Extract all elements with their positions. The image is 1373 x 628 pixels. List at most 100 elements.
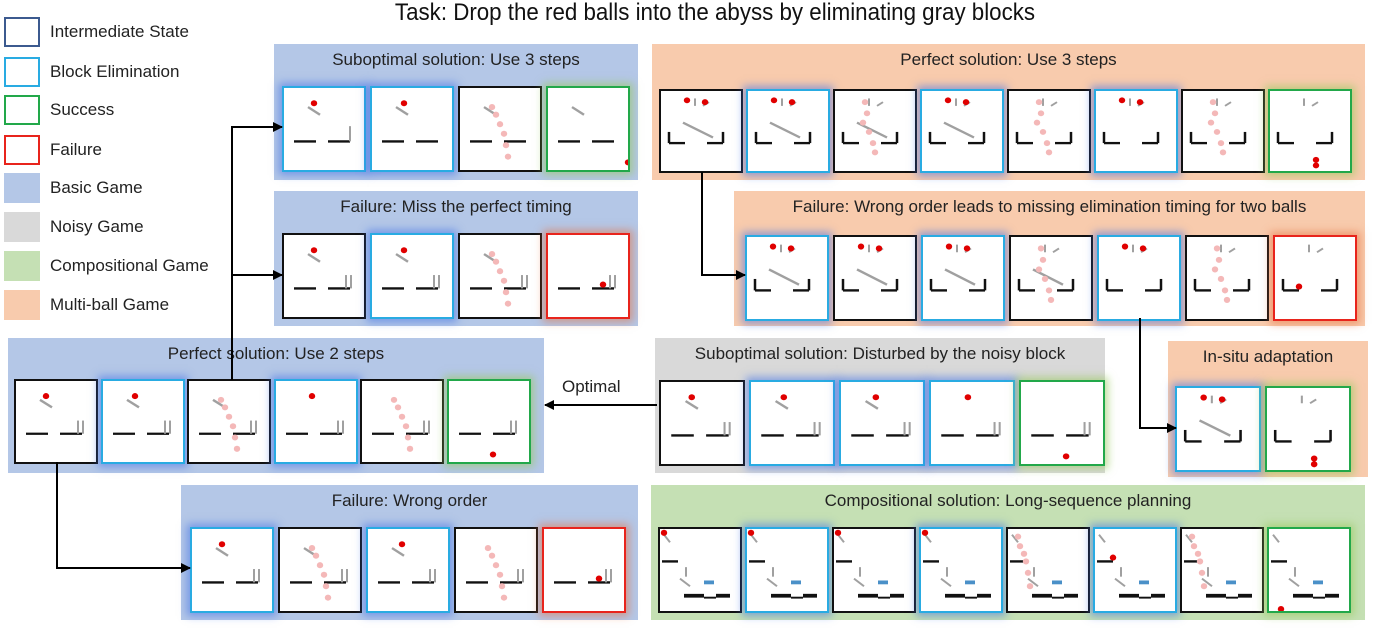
ball-trail xyxy=(1016,543,1024,550)
red-ball xyxy=(1295,283,1303,290)
blue-target-block xyxy=(791,580,801,585)
panel-title: Suboptimal solution: Use 3 steps xyxy=(332,50,580,69)
legend-swatch xyxy=(4,17,40,47)
game-scene xyxy=(928,97,986,145)
ball-trail xyxy=(1207,119,1215,126)
ball-trail xyxy=(1047,296,1055,303)
ball-trail xyxy=(1188,533,1196,540)
ball-trail xyxy=(324,594,332,601)
ball-trail xyxy=(865,128,873,135)
game-scene xyxy=(1273,395,1332,468)
frame-intermediate xyxy=(360,379,444,464)
frame-block-elimination xyxy=(273,379,358,464)
ball-trail xyxy=(1026,583,1034,590)
blue-target-block xyxy=(1052,580,1062,585)
gray-ramp xyxy=(864,400,879,410)
ball-trail xyxy=(496,571,504,578)
frame-block-elimination xyxy=(745,235,829,321)
frame-intermediate xyxy=(1009,235,1093,321)
legend-label: Intermediate State xyxy=(50,22,189,41)
frame-intermediate xyxy=(832,527,916,613)
ball-trail xyxy=(1039,128,1047,135)
ball-trail xyxy=(231,434,239,441)
ball-trail xyxy=(500,594,508,601)
gray-ramp xyxy=(774,400,789,410)
ball-trail xyxy=(1221,287,1229,294)
game-scene xyxy=(921,529,991,599)
frame-block-elimination xyxy=(1093,527,1177,613)
blue-target-block xyxy=(704,580,714,585)
gray-block xyxy=(1316,247,1324,254)
red-ball xyxy=(1109,554,1117,561)
game-scene xyxy=(671,394,731,437)
frame-intermediate xyxy=(1006,527,1090,613)
game-scene xyxy=(754,97,812,145)
legend-swatch xyxy=(4,251,40,281)
ball-trail xyxy=(1196,558,1204,565)
ball-trail xyxy=(498,583,506,590)
legend-item: Failure xyxy=(4,133,102,167)
frame-fail xyxy=(542,527,626,613)
game-scene xyxy=(294,247,352,290)
ball-trail xyxy=(1020,550,1028,557)
ball-trail xyxy=(1217,275,1225,283)
red-ball xyxy=(310,100,318,107)
legend-label: Failure xyxy=(50,140,102,159)
gray-ramp xyxy=(750,534,758,543)
gray-ramp xyxy=(663,534,671,543)
ball-trail xyxy=(859,119,867,126)
frame-intermediate xyxy=(458,233,542,319)
red-ball xyxy=(400,247,408,254)
red-ball xyxy=(1121,243,1129,250)
ball-trail xyxy=(488,251,496,258)
frame-intermediate xyxy=(1007,89,1091,173)
game-scene xyxy=(382,247,440,290)
legend-swatch xyxy=(4,212,40,242)
frame-success xyxy=(546,86,630,172)
frame-block-elimination xyxy=(921,235,1005,321)
frame-block-elimination xyxy=(746,89,830,173)
panel-title: Failure: Wrong order xyxy=(331,491,488,510)
red-ball xyxy=(788,99,796,106)
legend-item: Success xyxy=(4,93,114,127)
game-scene xyxy=(761,394,821,437)
game-scene xyxy=(1015,98,1073,156)
panel-title: Failure: Miss the perfect timing xyxy=(340,197,572,216)
ball-trail xyxy=(492,111,500,118)
game-scene xyxy=(1183,394,1242,443)
game-scene xyxy=(558,106,628,166)
red-ball xyxy=(1312,162,1320,169)
gray-ramp xyxy=(769,121,801,139)
ball-trail xyxy=(1045,149,1053,156)
ball-trail xyxy=(390,396,398,403)
ball-trail xyxy=(496,121,504,128)
red-ball xyxy=(875,245,883,252)
gray-ramp xyxy=(307,253,321,263)
game-scene xyxy=(667,97,725,145)
ball-trail xyxy=(1215,256,1223,263)
legend-swatch xyxy=(4,57,40,87)
legend-item: Multi-ball Game xyxy=(4,288,169,322)
gray-ramp xyxy=(215,547,229,557)
gray-block xyxy=(1311,101,1319,107)
red-ball xyxy=(872,394,880,401)
gray-ramp xyxy=(1098,534,1106,543)
gray-ramp xyxy=(853,577,865,587)
ball-trail xyxy=(1035,266,1043,273)
legend-label: Block Elimination xyxy=(50,62,180,81)
frame-success xyxy=(1019,380,1105,466)
ball-trail xyxy=(504,153,512,160)
gray-ramp xyxy=(1272,534,1280,543)
gray-ramp xyxy=(391,547,405,557)
ball-trail xyxy=(229,423,237,430)
legend-label: Compositional Game xyxy=(50,256,209,275)
frame-block-elimination xyxy=(100,379,185,464)
ball-trail xyxy=(863,110,871,117)
frame-intermediate xyxy=(458,86,542,172)
ball-trail xyxy=(1194,550,1202,557)
gray-ramp xyxy=(1011,534,1019,543)
game-scene xyxy=(285,393,344,435)
frame-block-elimination xyxy=(929,380,1015,466)
legend-item: Compositional Game xyxy=(4,249,209,283)
frame-intermediate xyxy=(1180,527,1264,613)
